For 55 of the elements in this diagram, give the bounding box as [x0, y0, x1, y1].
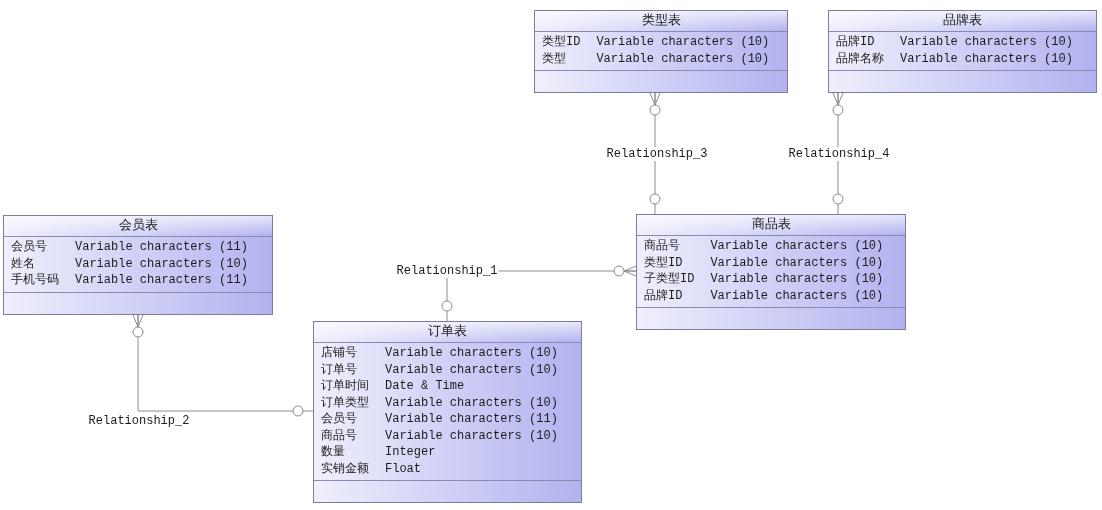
attribute-name: 订单号 — [321, 361, 357, 378]
attribute-type: Variable characters (10) — [385, 361, 558, 378]
attribute-type: Variable characters (10) — [900, 34, 1073, 51]
table-title: 订单表 — [428, 324, 467, 340]
entity-table — [313, 321, 582, 503]
relationship-line — [649, 92, 661, 215]
attribute-name: 会员号 — [11, 239, 47, 256]
attribute-type: Variable characters (10) — [710, 287, 884, 304]
attribute-name: 类型ID — [644, 254, 683, 271]
entity-table — [636, 214, 906, 330]
attribute-type: Variable characters (10) — [596, 34, 770, 51]
attribute-type: Float — [385, 460, 421, 477]
attribute-type: Variable characters (10) — [385, 427, 558, 444]
edge-label: Relationship_1 — [395, 264, 499, 278]
attribute-name: 订单类型 — [321, 394, 369, 411]
attribute-name: 品牌ID — [836, 34, 875, 51]
attribute-name: 类型 — [542, 50, 566, 67]
attribute-name: 数量 — [321, 444, 345, 461]
entity-table — [3, 215, 273, 315]
table-title: 类型表 — [641, 13, 681, 29]
attribute-type: Variable characters (10) — [900, 50, 1073, 67]
attribute-name: 姓名 — [11, 255, 35, 272]
attribute-name: 手机号码 — [11, 272, 59, 289]
attribute-name: 会员号 — [321, 411, 357, 428]
attribute-name: 商品号 — [644, 238, 680, 255]
attribute-name: 商品号 — [321, 427, 357, 444]
attribute-type: Variable characters (10) — [75, 255, 248, 272]
attribute-type: Integer — [385, 444, 436, 461]
attribute-type: Variable characters (11) — [75, 239, 248, 256]
attribute-name: 子类型ID — [644, 271, 695, 288]
attribute-name: 品牌名称 — [836, 50, 884, 67]
attribute-type: Variable characters (10) — [596, 50, 770, 67]
attribute-type: Variable characters (11) — [385, 411, 558, 428]
attribute-name: 店铺号 — [321, 345, 357, 362]
attribute-name: 品牌ID — [644, 287, 683, 304]
attribute-type: Variable characters (10) — [710, 238, 884, 255]
attribute-type: Variable characters (10) — [710, 271, 884, 288]
edge-label: Relationship_3 — [605, 147, 709, 161]
attribute-type: Date & Time — [385, 378, 465, 395]
relationship-line — [132, 314, 314, 417]
edge-label: Relationship_4 — [787, 147, 891, 161]
attribute-name: 实销金额 — [321, 460, 369, 477]
attribute-type: Variable characters (10) — [710, 254, 884, 271]
edge-label: Relationship_2 — [87, 414, 191, 428]
entity-table — [534, 10, 788, 93]
attribute-type: Variable characters (10) — [385, 394, 558, 411]
attribute-name: 订单时间 — [321, 378, 369, 395]
table-title: 品牌表 — [943, 13, 982, 29]
table-title: 商品表 — [751, 217, 791, 233]
table-title: 会员表 — [118, 218, 158, 234]
relationship-line — [832, 92, 844, 215]
attribute-type: Variable characters (10) — [385, 345, 558, 362]
attribute-name: 类型ID — [542, 34, 581, 51]
entity-table — [828, 10, 1097, 93]
attribute-type: Variable characters (11) — [75, 272, 248, 289]
